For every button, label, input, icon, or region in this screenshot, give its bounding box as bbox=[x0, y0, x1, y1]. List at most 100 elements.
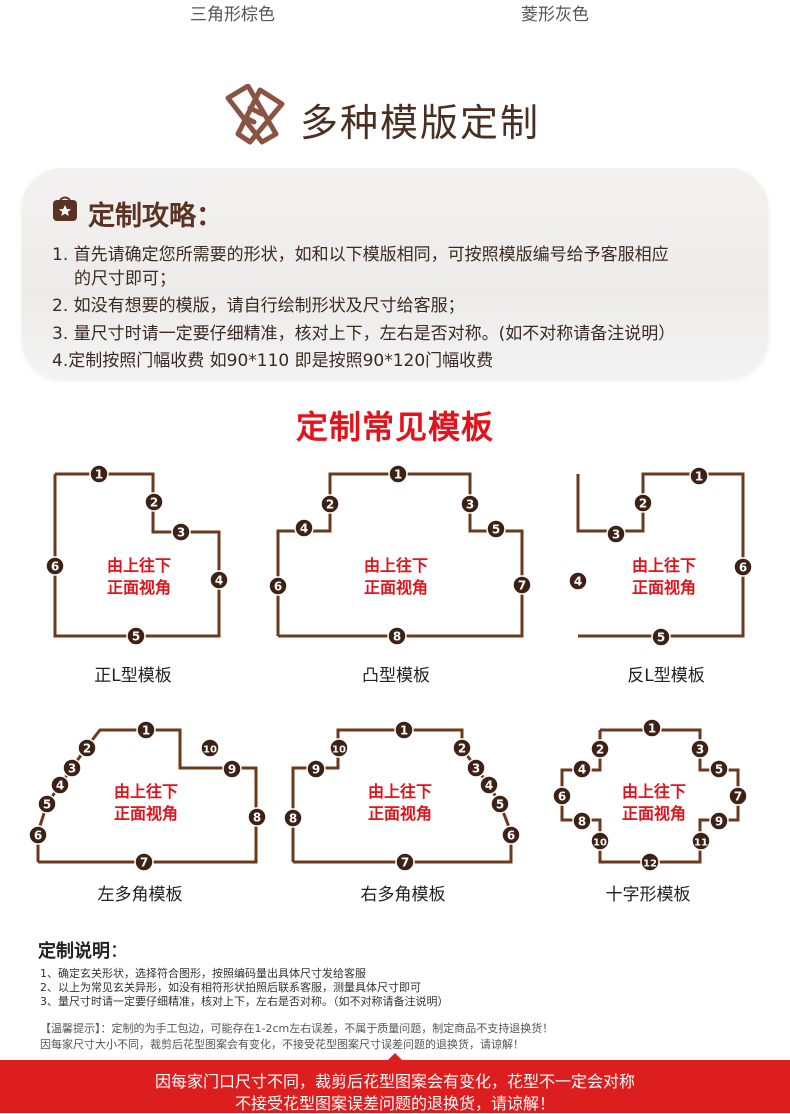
number-badge: 2 bbox=[590, 739, 610, 759]
svg-text:2: 2 bbox=[458, 742, 466, 756]
number-badge: 11 bbox=[691, 831, 711, 851]
outline-convex-shape bbox=[276, 472, 524, 638]
number-badge: 6 bbox=[45, 556, 65, 576]
number-badge: 5 bbox=[37, 794, 57, 814]
template-center-text: 由上往下 bbox=[107, 556, 171, 575]
number-badge: 2 bbox=[633, 493, 653, 513]
template-center-text: 由上往下 bbox=[114, 782, 178, 801]
number-badge: 6 bbox=[733, 557, 753, 577]
svg-text:5: 5 bbox=[132, 630, 140, 644]
svg-text:6: 6 bbox=[274, 580, 282, 594]
number-badge: 7 bbox=[395, 852, 415, 872]
svg-text:7: 7 bbox=[734, 790, 742, 804]
svg-text:6: 6 bbox=[507, 829, 515, 843]
bottom-banner: 因每家门口尺寸不同，裁剪后花型图案会有变化，花型不一定会对称 不接受花型图案误差… bbox=[0, 1053, 790, 1113]
outline-l-shape bbox=[53, 472, 221, 638]
svg-text:4: 4 bbox=[574, 575, 582, 589]
svg-text:8: 8 bbox=[393, 630, 401, 644]
number-badge: 6 bbox=[501, 825, 521, 845]
number-badge: 3 bbox=[171, 522, 191, 542]
pencil-ruler-icon bbox=[225, 84, 285, 145]
caption-right-polygon: 右多角模板 bbox=[360, 885, 446, 905]
svg-text:4: 4 bbox=[578, 763, 586, 777]
number-badge: 5 bbox=[126, 626, 146, 646]
number-badge: 10 bbox=[590, 831, 610, 851]
svg-text:11: 11 bbox=[694, 838, 708, 849]
svg-text:3: 3 bbox=[177, 526, 185, 540]
number-badge: 5 bbox=[490, 794, 510, 814]
svg-text:5: 5 bbox=[657, 631, 665, 645]
caption-l-shape: 正L型模板 bbox=[94, 666, 172, 686]
svg-text:2: 2 bbox=[639, 497, 647, 511]
number-badge: 8 bbox=[572, 811, 592, 831]
number-badge: 5 bbox=[651, 627, 671, 647]
top-label-diamond-gray: 菱形灰色 bbox=[521, 5, 589, 25]
number-badge: 5 bbox=[709, 759, 729, 779]
svg-text:3: 3 bbox=[466, 498, 474, 512]
guide-line-3: 3. 量尺寸时请一定要仔细精准，核对上下，左右是否对称。(如不对称请备注说明） bbox=[52, 324, 676, 344]
svg-text:3: 3 bbox=[68, 762, 76, 776]
svg-text:1: 1 bbox=[648, 722, 656, 736]
caption-reverse-l-shape: 反L型模板 bbox=[627, 666, 705, 686]
svg-text:5: 5 bbox=[496, 798, 504, 812]
number-badge: 3 bbox=[466, 758, 486, 778]
svg-text:6: 6 bbox=[558, 790, 566, 804]
number-badge: 1 bbox=[136, 720, 156, 740]
number-badge: 4 bbox=[294, 518, 314, 538]
number-badge: 8 bbox=[247, 807, 267, 827]
banner-line-2: 不接受花型图案误差问题的退换货，请谅解！ bbox=[234, 1094, 555, 1113]
number-badge: 2 bbox=[452, 738, 472, 758]
guide-card: 定制攻略： 1. 首先请确定您所需要的形状，如和以下模版相同，可按照模版编号给予… bbox=[22, 168, 768, 378]
number-badge: 8 bbox=[283, 808, 303, 828]
number-badge: 6 bbox=[28, 825, 48, 845]
svg-text:9: 9 bbox=[715, 815, 723, 829]
svg-text:5: 5 bbox=[715, 763, 723, 777]
svg-text:3: 3 bbox=[696, 743, 704, 757]
svg-text:9: 9 bbox=[228, 763, 236, 777]
warm-tip-line-2: 因每家尺寸大小不同，裁剪后花型图案会有变化，不接受花型图案尺寸误差问题的退换货，… bbox=[40, 1038, 524, 1051]
svg-text:6: 6 bbox=[51, 560, 59, 574]
svg-text:4: 4 bbox=[56, 779, 64, 793]
template-center-text: 由上往下 bbox=[364, 556, 428, 575]
number-badge: 3 bbox=[606, 524, 626, 544]
number-badge: 6 bbox=[268, 576, 288, 596]
template-center-text: 由上往下 bbox=[368, 782, 432, 801]
guide-title: 定制攻略： bbox=[88, 201, 223, 232]
svg-text:9: 9 bbox=[312, 763, 320, 777]
number-badge: 10 bbox=[329, 738, 349, 758]
number-badge: 3 bbox=[62, 758, 82, 778]
guide-line-1: 1. 首先请确定您所需要的形状，如和以下模版相同，可按照模版编号给予客服相应 bbox=[52, 245, 669, 265]
caption-convex-shape: 凸型模板 bbox=[362, 666, 430, 686]
number-badge: 7 bbox=[134, 852, 154, 872]
svg-text:10: 10 bbox=[332, 745, 346, 756]
svg-text:4: 4 bbox=[485, 779, 493, 793]
svg-text:4: 4 bbox=[300, 522, 308, 536]
guide-line-2: 2. 如没有想要的模版，请自行绘制形状及尺寸给客服； bbox=[52, 296, 465, 316]
svg-text:1: 1 bbox=[400, 724, 408, 738]
svg-text:6: 6 bbox=[739, 561, 747, 575]
template-center-text: 正面视角 bbox=[107, 578, 171, 597]
star-bag-icon bbox=[53, 196, 77, 221]
guide-line-1-cont: 的尺寸即可； bbox=[74, 269, 176, 289]
warm-tip-line-1: 【温馨提示】：定制的为手工包边，可能存在1-2cm左右误差，不属于质量问题，制定… bbox=[40, 1022, 554, 1035]
svg-text:3: 3 bbox=[612, 528, 620, 542]
note-line-3: 3、量尺寸时请一定要仔细精准，核对上下，左右是否对称。（如不对称请备注说明） bbox=[40, 995, 449, 1008]
number-badge: 9 bbox=[222, 759, 242, 779]
number-badge: 8 bbox=[387, 626, 407, 646]
notes-title: 定制说明： bbox=[38, 937, 128, 963]
svg-text:2: 2 bbox=[596, 743, 604, 757]
guide-line-4: 4.定制按照门幅收费 如90*110 即是按照90*120门幅收费 bbox=[52, 351, 494, 371]
number-badge: 1 bbox=[394, 720, 414, 740]
number-badge: 4 bbox=[209, 570, 229, 590]
svg-text:8: 8 bbox=[578, 815, 586, 829]
template-center-text: 正面视角 bbox=[368, 804, 432, 823]
banner-notch bbox=[387, 1053, 403, 1061]
caption-left-polygon: 左多角模板 bbox=[97, 885, 183, 905]
svg-text:7: 7 bbox=[140, 856, 148, 870]
number-badge: 4 bbox=[479, 775, 499, 795]
number-badge: 1 bbox=[642, 718, 662, 738]
number-badge: 4 bbox=[572, 759, 592, 779]
svg-text:8: 8 bbox=[253, 811, 261, 825]
banner-line-1: 因每家门口尺寸不同，裁剪后花型图案会有变化，花型不一定会对称 bbox=[154, 1072, 635, 1091]
note-line-2: 2、以上为常见玄关异形，如没有相符形状拍照后联系客服，测量具体尺寸即可 bbox=[40, 981, 421, 994]
